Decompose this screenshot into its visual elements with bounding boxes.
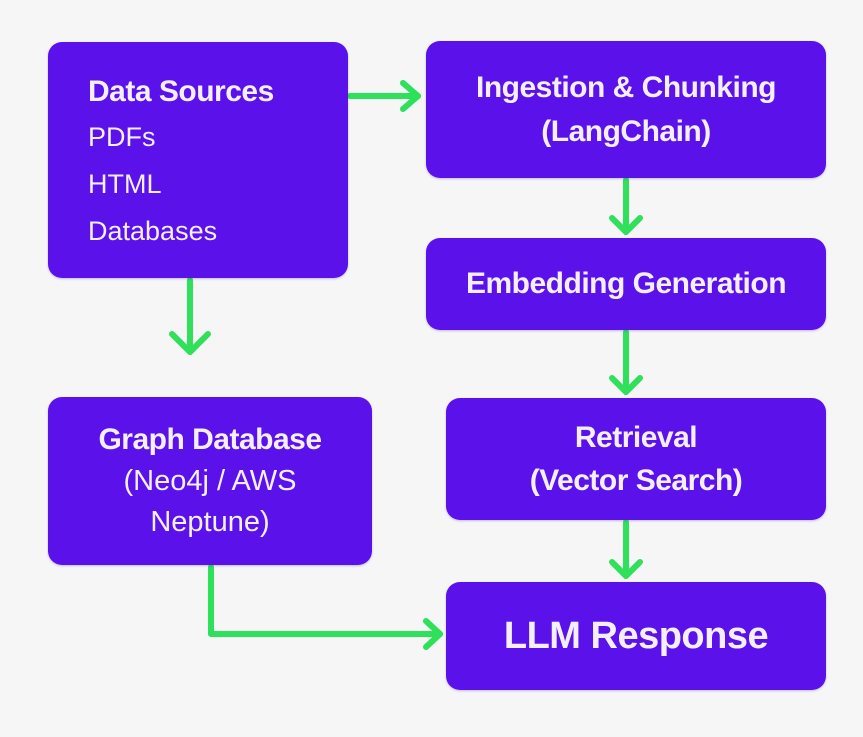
node-title: Graph Database [98, 423, 322, 457]
arrow-sources-to-ingest [347, 80, 421, 112]
node-title: Data Sources [88, 75, 274, 108]
arrow-sources-to-graph [169, 277, 211, 355]
source-item-html: HTML [88, 168, 162, 199]
source-item-pdfs: PDFs [88, 122, 156, 152]
node-title: Retrieval [574, 420, 698, 454]
arrow-ingest-to-embed [609, 177, 643, 235]
node-graph-database: Graph Database (Neo4j / AWS Neptune) [48, 397, 372, 565]
node-ingestion-chunking: Ingestion & Chunking (LangChain) [426, 41, 826, 178]
arrow-embed-to-retrieval [609, 329, 643, 395]
arrow-graph-to-llm [208, 564, 443, 650]
node-title: Ingestion & Chunking [476, 71, 776, 104]
node-data-sources: Data Sources PDFs HTML Databases [48, 42, 348, 278]
node-title: Embedding Generation [465, 266, 787, 300]
node-embedding-generation: Embedding Generation [426, 238, 826, 330]
node-subtitle: (LangChain) [541, 114, 711, 148]
node-title: LLM Response [503, 614, 769, 657]
node-subtitle: (Vector Search) [529, 464, 743, 497]
node-llm-response: LLM Response [446, 582, 826, 690]
arrow-retrieval-to-llm [609, 519, 643, 579]
source-item-databases: Databases [88, 215, 218, 246]
node-retrieval: Retrieval (Vector Search) [446, 398, 826, 520]
node-subtitle-line-2: Neptune) [150, 506, 270, 538]
node-subtitle-line-1: (Neo4j / AWS [123, 465, 297, 498]
